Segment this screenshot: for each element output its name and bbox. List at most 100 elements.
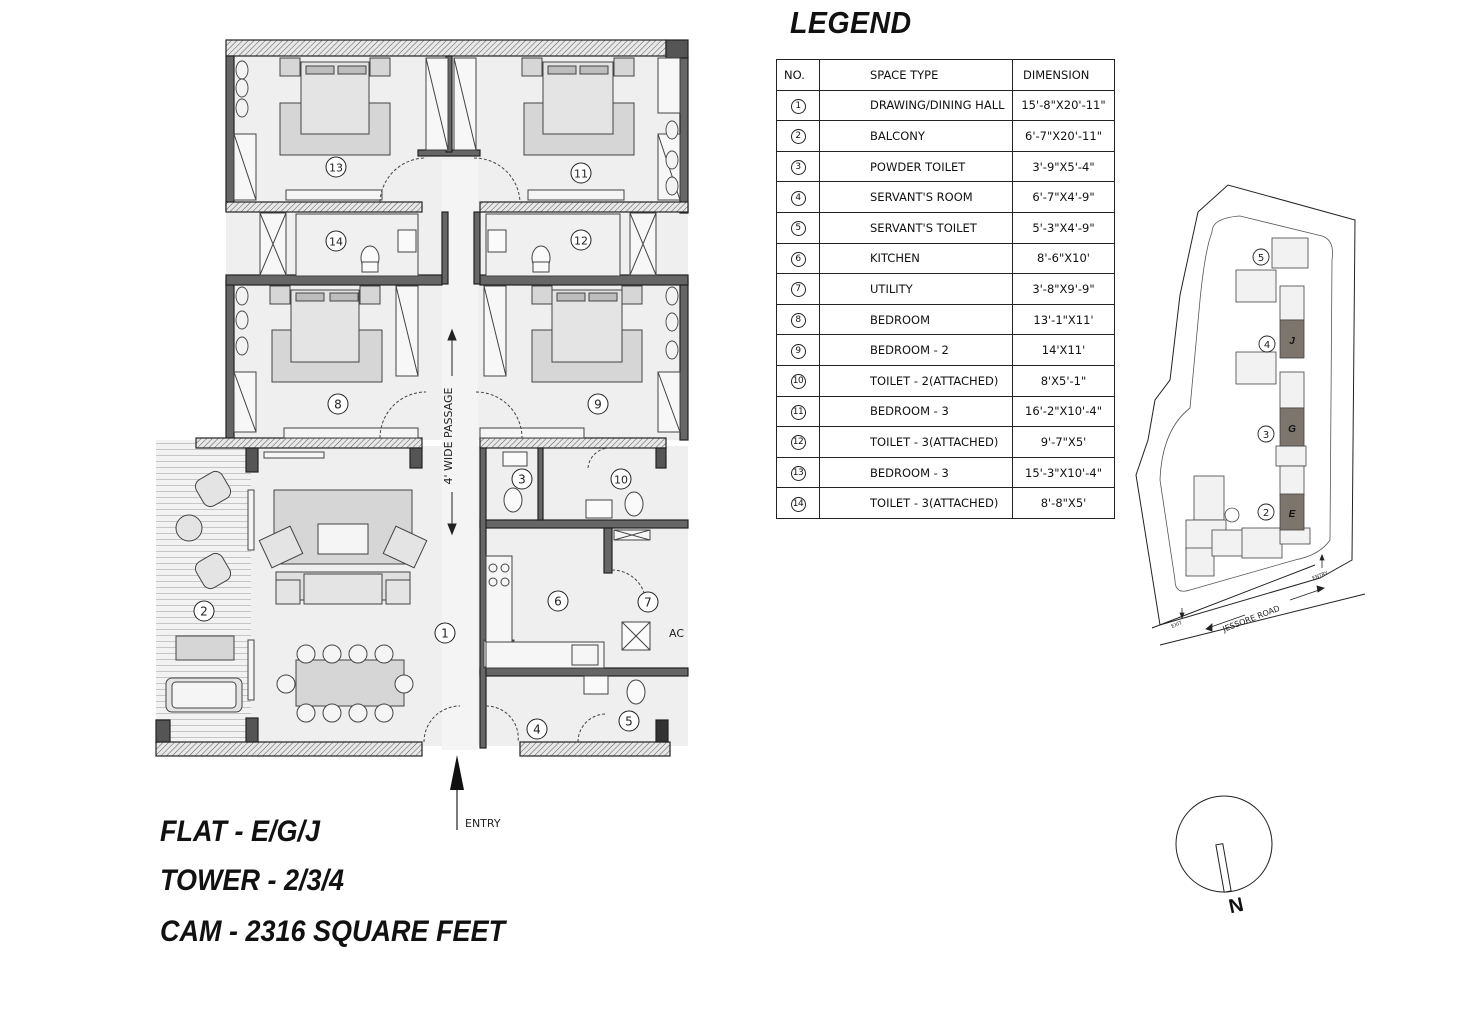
legend-row: 10 TOILET - 2(ATTACHED)8'X5'-1" xyxy=(776,364,1115,397)
site-boundary xyxy=(1135,184,1356,626)
room-marker-11: 11 xyxy=(570,162,592,184)
legend-dimension: 8'X5'-1" xyxy=(1012,364,1115,397)
legend-number: 6 xyxy=(790,251,806,267)
room-marker-number: 7 xyxy=(644,596,652,610)
room-marker-number: 12 xyxy=(574,235,588,248)
legend-dimension: 6'-7"X20'-11" xyxy=(1012,120,1115,152)
room-marker-number: 6 xyxy=(554,595,562,609)
legend-dimension: 6'-7"X4'-9" xyxy=(1012,181,1115,213)
cam-label: CAM - 2316 SQUARE FEET xyxy=(160,915,506,948)
living-dining-furniture xyxy=(247,451,428,723)
tower-number-marker: 5 xyxy=(1252,248,1270,266)
legend-space-type: POWDER TOILET xyxy=(819,150,1013,183)
legend-number: 14 xyxy=(790,496,806,512)
entry-label: ENTRY xyxy=(465,817,501,830)
legend-number: 9 xyxy=(790,343,806,359)
legend-space-type: SERVANT'S TOILET xyxy=(819,211,1013,244)
room-marker-number: 5 xyxy=(625,715,633,729)
room-marker-number: 8 xyxy=(334,398,342,412)
room-marker-number: 1 xyxy=(441,627,449,641)
legend-dimension: 3'-8"X9'-9" xyxy=(1012,273,1115,305)
room-marker-number: 13 xyxy=(329,162,343,175)
flat-letter: G xyxy=(1288,424,1296,435)
legend-number-cell: 4 xyxy=(776,181,820,213)
flat-label: FLAT - E/G/J xyxy=(160,815,321,848)
room-marker-10: 10 xyxy=(610,468,632,490)
room-marker-6: 6 xyxy=(547,590,569,612)
bedroom-furniture xyxy=(269,57,643,439)
passage-label: 4' WIDE PASSAGE xyxy=(442,387,455,484)
legend-space-type: TOILET - 2(ATTACHED) xyxy=(819,364,1013,397)
legend-number: 5 xyxy=(790,221,806,237)
flat-letters: JGE xyxy=(1288,336,1296,520)
legend-dimension: 8'-6"X10' xyxy=(1012,242,1115,275)
legend-number: 2 xyxy=(790,129,806,145)
room-marker-2: 2 xyxy=(193,600,215,622)
legend-dimension: 14'X11' xyxy=(1012,334,1115,366)
flat-letter: E xyxy=(1289,509,1296,520)
room-marker-number: 14 xyxy=(329,236,343,249)
tower-number: 3 xyxy=(1263,430,1269,441)
legend-number: 10 xyxy=(790,374,806,390)
legend-dimension: 15'-8"X20'-11" xyxy=(1012,89,1115,122)
site-entry-label: ENTRY xyxy=(1312,570,1330,582)
room-marker-number: 11 xyxy=(574,168,588,181)
legend-dimension: 5'-3"X4'-9" xyxy=(1012,211,1115,244)
tower-blocks xyxy=(1185,237,1311,577)
north-label: N xyxy=(1227,894,1246,919)
site-inner-path xyxy=(1159,215,1333,592)
legend-space-type: BEDROOM - 3 xyxy=(819,456,1013,489)
legend-space-type: BEDROOM xyxy=(819,303,1013,336)
ac-label: AC xyxy=(669,627,684,640)
tower-number-marker: 3 xyxy=(1257,425,1275,443)
legend-dimension: 3'-9"X5'-4" xyxy=(1012,150,1115,183)
legend-space-type: TOILET - 3(ATTACHED) xyxy=(819,487,1013,519)
floor-plan: 4' WIDE PASSAGE ENTRY AC 123456789101112… xyxy=(155,39,689,830)
legend-space-type: DRAWING/DINING HALL xyxy=(819,89,1013,122)
legend-number-cell: 6 xyxy=(776,242,820,275)
legend-number-cell: 9 xyxy=(776,334,820,366)
legend-dimension: 16'-2"X10'-4" xyxy=(1012,395,1115,428)
legend-number: 12 xyxy=(790,435,806,451)
walls xyxy=(155,39,689,757)
room-marker-number: 4 xyxy=(533,723,541,737)
legend-number-cell: 10 xyxy=(776,364,820,397)
tower-number: 5 xyxy=(1258,253,1264,264)
tower-label: TOWER - 2/3/4 xyxy=(160,864,345,897)
room-marker-7: 7 xyxy=(637,591,659,613)
room-marker-number: 3 xyxy=(518,473,526,487)
room-marker-13: 13 xyxy=(325,156,347,178)
legend-dimension: 13'-1"X11' xyxy=(1012,303,1115,336)
room-marker-9: 9 xyxy=(587,393,609,415)
highlighted-flats xyxy=(1279,319,1305,531)
tower-number-marker: 2 xyxy=(1257,503,1275,521)
legend-title: LEGEND xyxy=(790,5,912,40)
tower-number-marker: 4 xyxy=(1258,335,1276,353)
room-marker-number: 9 xyxy=(594,398,602,412)
entry-arrow xyxy=(450,755,464,830)
bathroom-fixtures xyxy=(295,213,651,705)
legend-number: 3 xyxy=(790,160,806,176)
north-needle xyxy=(1215,843,1232,893)
room-marker-3: 3 xyxy=(511,468,533,490)
legend-number: 7 xyxy=(790,282,806,298)
legend-number-cell: 14 xyxy=(776,487,820,519)
site-exit-label: EXIT xyxy=(1171,620,1184,630)
doors xyxy=(379,157,647,743)
tower-number: 4 xyxy=(1264,340,1270,351)
legend-number: 11 xyxy=(790,404,806,420)
legend-space-type: BEDROOM - 2 xyxy=(819,334,1013,366)
room-marker-8: 8 xyxy=(327,393,349,415)
kitchen-counters xyxy=(485,529,651,669)
